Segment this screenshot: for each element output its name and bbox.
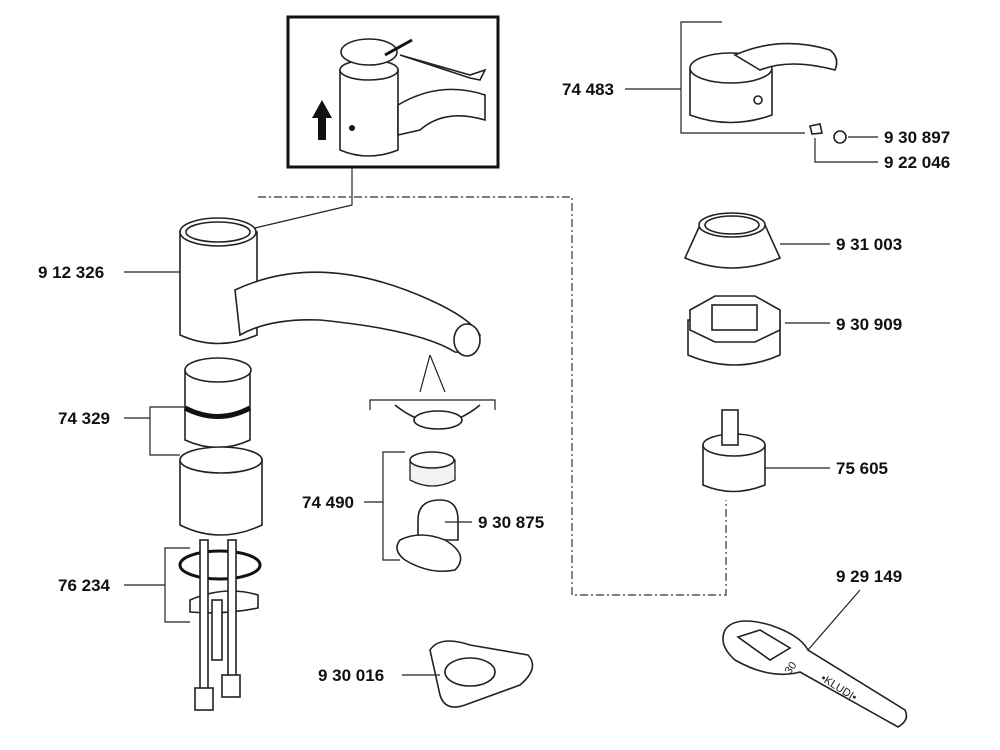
screw-part (809, 123, 823, 135)
cartridge-part (702, 409, 766, 493)
spout-body-part (179, 217, 481, 357)
label-aerator: 74 490 (302, 493, 354, 512)
label-cover-ring: 9 31 003 (836, 235, 902, 254)
label-cartridge: 75 605 (836, 459, 888, 478)
aerator-part (396, 451, 462, 573)
double-arrow-icon (384, 38, 413, 57)
assembly-path-line (258, 196, 727, 596)
label-wrench: 9 29 149 (836, 567, 902, 586)
cover-ring-part (683, 212, 782, 269)
wrench-part: 30 •KLUDI• (722, 620, 908, 728)
handle-part (689, 42, 838, 124)
label-cap: 9 30 897 (884, 128, 950, 147)
wrench-size-marking: 30 (783, 660, 800, 677)
arrow-up-icon (312, 100, 332, 140)
nut-part (687, 295, 781, 366)
sleeve-part (179, 357, 263, 536)
leader-lines (124, 21, 878, 676)
label-handle: 74 483 (562, 80, 614, 99)
label-base-gasket: 9 30 016 (318, 666, 384, 685)
mounting-set-part (178, 539, 262, 711)
label-mounting-set: 76 234 (58, 576, 111, 595)
label-nut: 9 30 909 (836, 315, 902, 334)
label-screw: 9 22 046 (884, 153, 950, 172)
label-spout-body: 9 12 326 (38, 263, 104, 282)
cap-part (833, 130, 847, 144)
label-aerator-key: 9 30 875 (478, 513, 544, 532)
base-gasket-part (429, 640, 534, 708)
detail-inset (286, 15, 500, 169)
label-sleeve: 74 329 (58, 409, 110, 428)
